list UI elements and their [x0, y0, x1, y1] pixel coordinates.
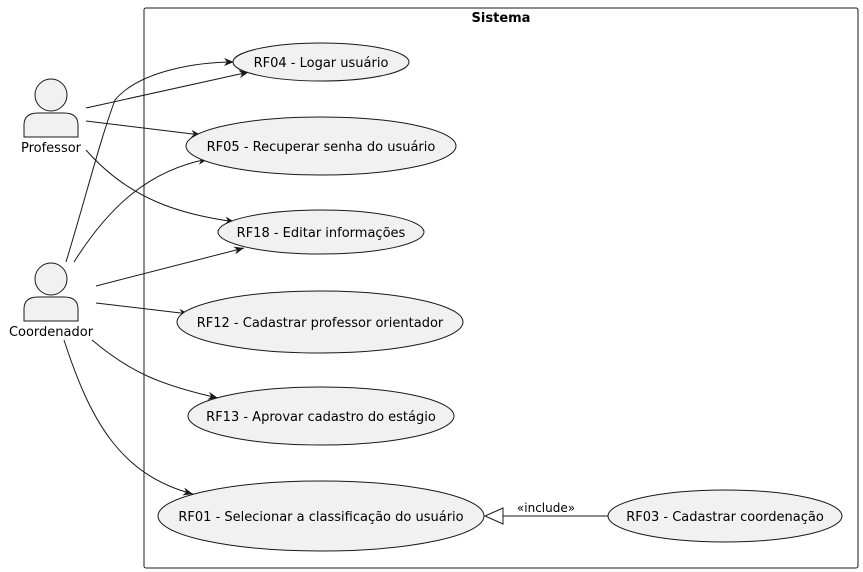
use-case-rf13[interactable]: RF13 - Aprovar cadastro do estágio	[187, 386, 455, 446]
actor-head-icon	[34, 262, 68, 296]
use-case-rf01-label: RF01 - Selecionar a classificação do usu…	[178, 510, 463, 525]
actor-professor[interactable]: Professor	[21, 78, 82, 156]
assoc-professor-rf04	[85, 70, 250, 109]
assoc-coordenador-rf04	[65, 58, 235, 263]
actor-coordenador-label: Coordenador	[9, 325, 94, 340]
actor-body-icon	[23, 296, 79, 322]
use-case-rf05-label: RF05 - Recuperar senha do usuário	[207, 140, 436, 155]
use-case-rf03-label: RF03 - Cadastrar coordenação	[626, 510, 824, 525]
generalization-arrow-icon	[483, 507, 504, 525]
actor-coordenador[interactable]: Coordenador	[9, 262, 94, 340]
assoc-coordenador-rf12	[95, 302, 190, 317]
assoc-professor-rf05	[85, 120, 202, 138]
actor-body-icon	[23, 112, 79, 138]
include-label: «include»	[517, 501, 575, 515]
use-case-rf13-label: RF13 - Aprovar cadastro do estágio	[206, 410, 436, 425]
use-case-rf04-label: RF04 - Logar usuário	[254, 56, 389, 71]
assoc-coordenador-rf13	[91, 339, 219, 400]
use-case-rf18[interactable]: RF18 - Editar informações	[217, 209, 425, 255]
actor-professor-label: Professor	[21, 141, 82, 156]
system-title: Sistema	[472, 11, 531, 26]
assoc-coordenador-rf01	[63, 339, 194, 496]
actor-head-icon	[34, 78, 68, 112]
assoc-coordenador-rf18	[95, 246, 245, 287]
use-case-rf01[interactable]: RF01 - Selecionar a classificação do usu…	[157, 480, 485, 552]
assoc-coordenador-rf05	[73, 156, 209, 263]
associations	[63, 58, 250, 496]
include-relation: «include»	[483, 501, 608, 525]
use-case-rf12[interactable]: RF12 - Cadastrar professor orientador	[176, 290, 464, 354]
use-case-rf18-label: RF18 - Editar informações	[237, 226, 406, 241]
use-case-rf05[interactable]: RF05 - Recuperar senha do usuário	[185, 116, 457, 176]
assoc-professor-rf18	[85, 149, 236, 225]
use-case-rf03[interactable]: RF03 - Cadastrar coordenação	[607, 489, 843, 543]
use-case-rf04[interactable]: RF04 - Logar usuário	[232, 42, 410, 82]
use-case-rf12-label: RF12 - Cadastrar professor orientador	[197, 316, 444, 331]
